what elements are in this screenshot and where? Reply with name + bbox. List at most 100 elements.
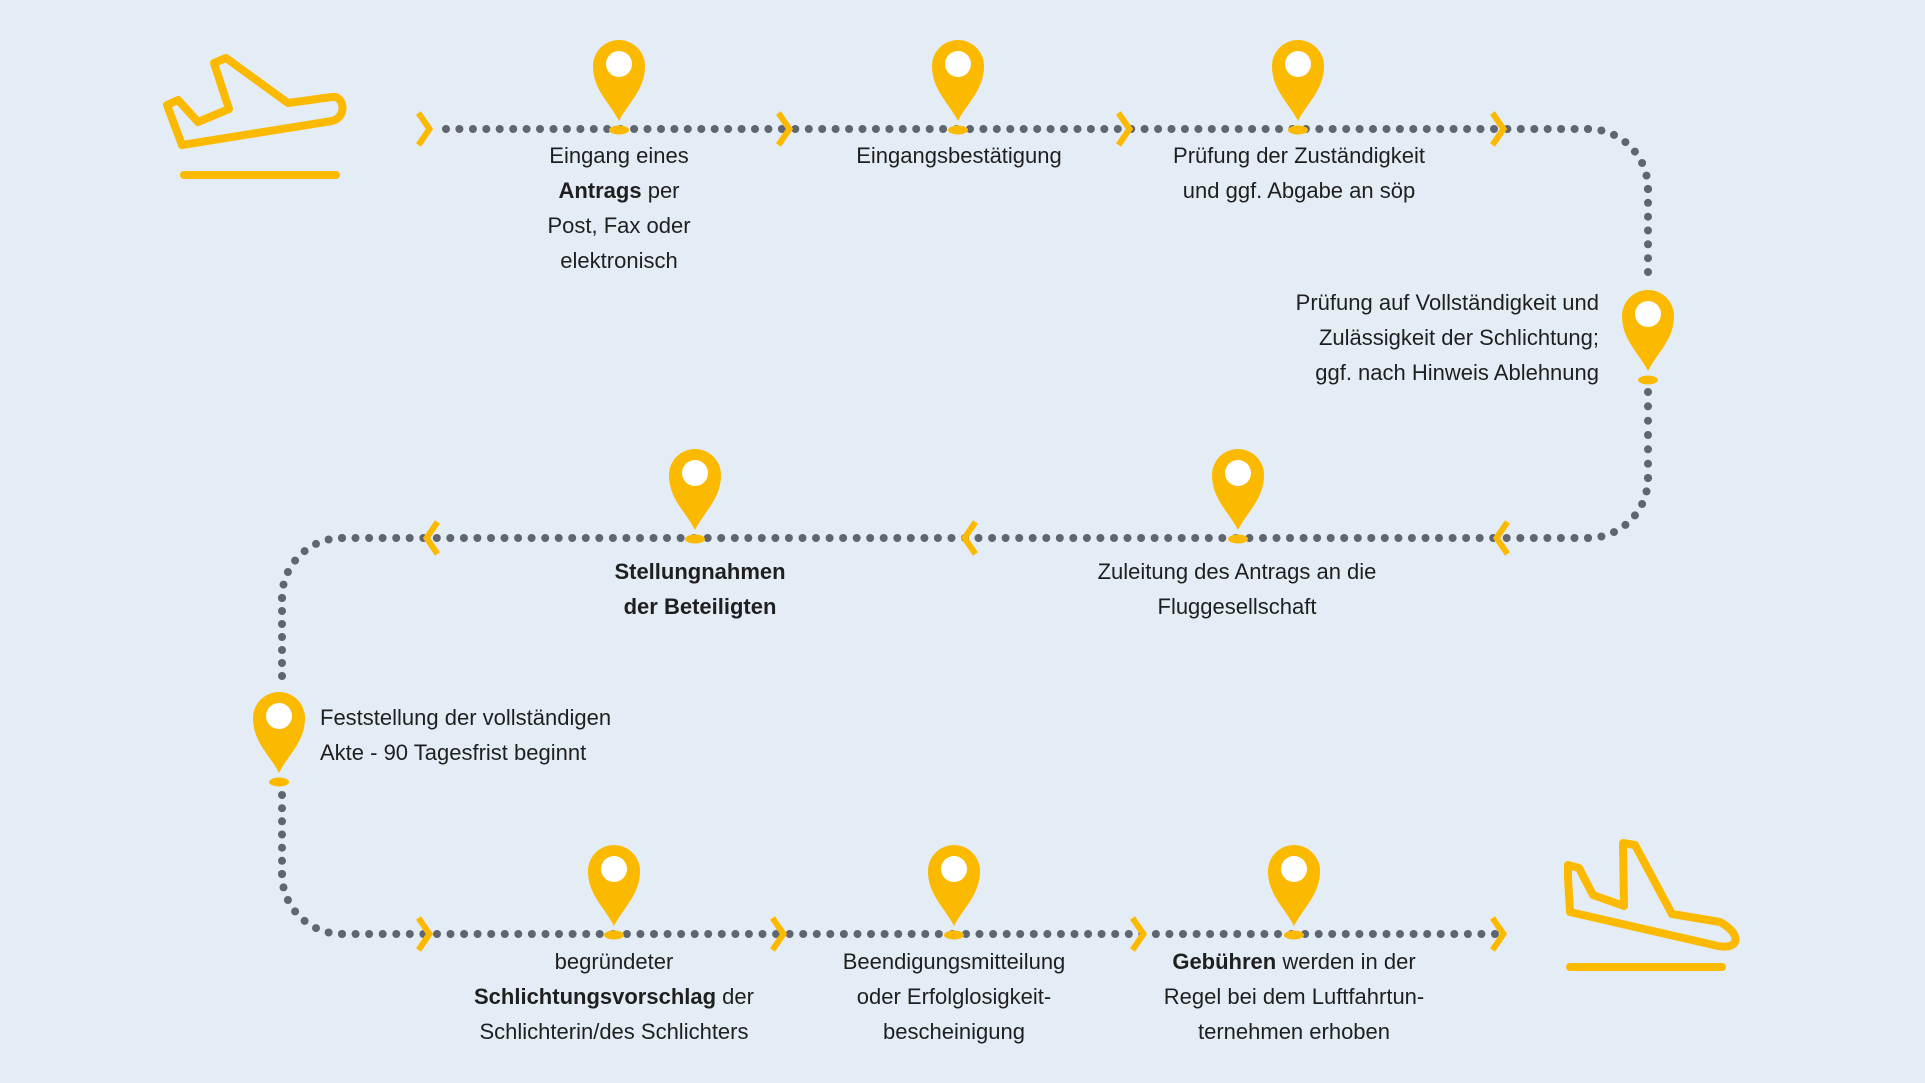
path-dot	[1476, 125, 1485, 133]
path-dot	[751, 125, 759, 133]
path-dot	[1380, 534, 1389, 542]
path-dot	[867, 930, 875, 938]
path-dot	[1644, 431, 1652, 439]
path-dot	[1369, 125, 1377, 133]
path-dot	[1584, 534, 1592, 542]
chevron-right-icon	[416, 916, 434, 952]
path-dot	[1055, 534, 1064, 542]
path-dot	[541, 534, 550, 542]
path-dot	[509, 125, 518, 133]
path-dot	[920, 534, 929, 542]
path-dot	[1073, 125, 1082, 133]
path-dot	[283, 896, 292, 904]
label-run: Feststellung der vollständigen	[320, 705, 612, 730]
path-dot	[1644, 226, 1652, 235]
path-dot	[1409, 125, 1418, 133]
map-pin-icon	[1272, 40, 1324, 135]
path-dot	[278, 870, 286, 878]
path-dot	[831, 125, 840, 133]
map-pin-icon	[928, 845, 980, 940]
path-dot	[622, 930, 631, 938]
path-dot	[1167, 125, 1176, 133]
path-dot	[568, 930, 577, 938]
path-dot	[670, 125, 679, 133]
path-dot	[697, 125, 706, 133]
path-dot	[880, 930, 889, 938]
path-dot	[554, 534, 563, 542]
path-dot	[717, 930, 726, 938]
path-dot	[405, 534, 414, 542]
path-dot	[432, 534, 441, 542]
path-dot	[1436, 930, 1445, 938]
path-dot	[300, 916, 309, 925]
path-dot	[514, 534, 523, 542]
path-dot	[1060, 125, 1068, 133]
chevron-right-icon	[776, 111, 794, 147]
path-dot	[1111, 930, 1120, 938]
plane-takeoff-icon	[163, 54, 347, 179]
path-dot	[291, 907, 300, 916]
path-dot	[1233, 930, 1242, 938]
path-dot	[1644, 474, 1652, 482]
path-dot	[581, 534, 590, 542]
path-dot	[1421, 534, 1430, 542]
path-dot	[1204, 534, 1213, 542]
path-dot	[1100, 125, 1109, 133]
path-dot	[812, 534, 820, 542]
path-dot	[893, 534, 902, 542]
label-run: Regel bei dem Luftfahrtun-	[1163, 984, 1425, 1009]
path-dot	[1272, 534, 1281, 542]
path-dot	[1463, 125, 1472, 133]
path-dot	[324, 928, 333, 937]
path-dot	[1164, 534, 1173, 542]
path-dot	[1341, 930, 1350, 938]
path-dot	[717, 534, 726, 542]
path-dot	[278, 791, 286, 799]
path-dot	[812, 930, 821, 938]
path-dot	[1326, 534, 1335, 542]
path-dot	[1084, 930, 1093, 938]
path-dot	[536, 125, 544, 133]
path-dot	[1056, 930, 1065, 938]
path-dot	[278, 843, 286, 852]
path-dot	[1140, 125, 1149, 133]
label-run: Post, Fax oder	[547, 213, 691, 238]
path-dot	[737, 125, 746, 133]
location-pins	[253, 40, 1674, 940]
path-dot	[1299, 534, 1308, 542]
path-dot	[1002, 930, 1011, 938]
path-dot	[608, 534, 617, 542]
path-dot	[473, 930, 482, 938]
path-dot	[650, 930, 658, 938]
path-dot	[1644, 212, 1652, 221]
map-pin-icon	[588, 845, 640, 940]
label-run: Prüfung auf Vollständigkeit und	[1295, 290, 1599, 315]
path-dot	[278, 659, 286, 667]
path-dot	[1423, 930, 1432, 938]
path-dot	[1644, 254, 1652, 263]
path-dot	[562, 125, 571, 133]
path-dot	[1436, 125, 1445, 133]
path-dot	[1207, 125, 1216, 133]
path-dot	[1177, 534, 1186, 542]
path-dot	[455, 125, 464, 133]
path-dot	[690, 930, 699, 938]
chevron-right-icon	[1490, 111, 1508, 147]
path-dot	[912, 125, 921, 133]
path-dot	[595, 534, 604, 542]
path-dot	[1644, 240, 1652, 249]
path-dot	[885, 125, 894, 133]
path-dot	[1642, 487, 1651, 496]
path-dot	[1396, 930, 1404, 938]
path-dot	[933, 534, 942, 542]
path-dot	[879, 534, 888, 542]
path-dot	[1367, 534, 1376, 542]
path-dot	[907, 930, 916, 938]
path-dot	[1644, 388, 1652, 396]
path-dot	[1219, 930, 1228, 938]
path-dot	[1644, 185, 1652, 193]
path-dot	[378, 534, 387, 542]
